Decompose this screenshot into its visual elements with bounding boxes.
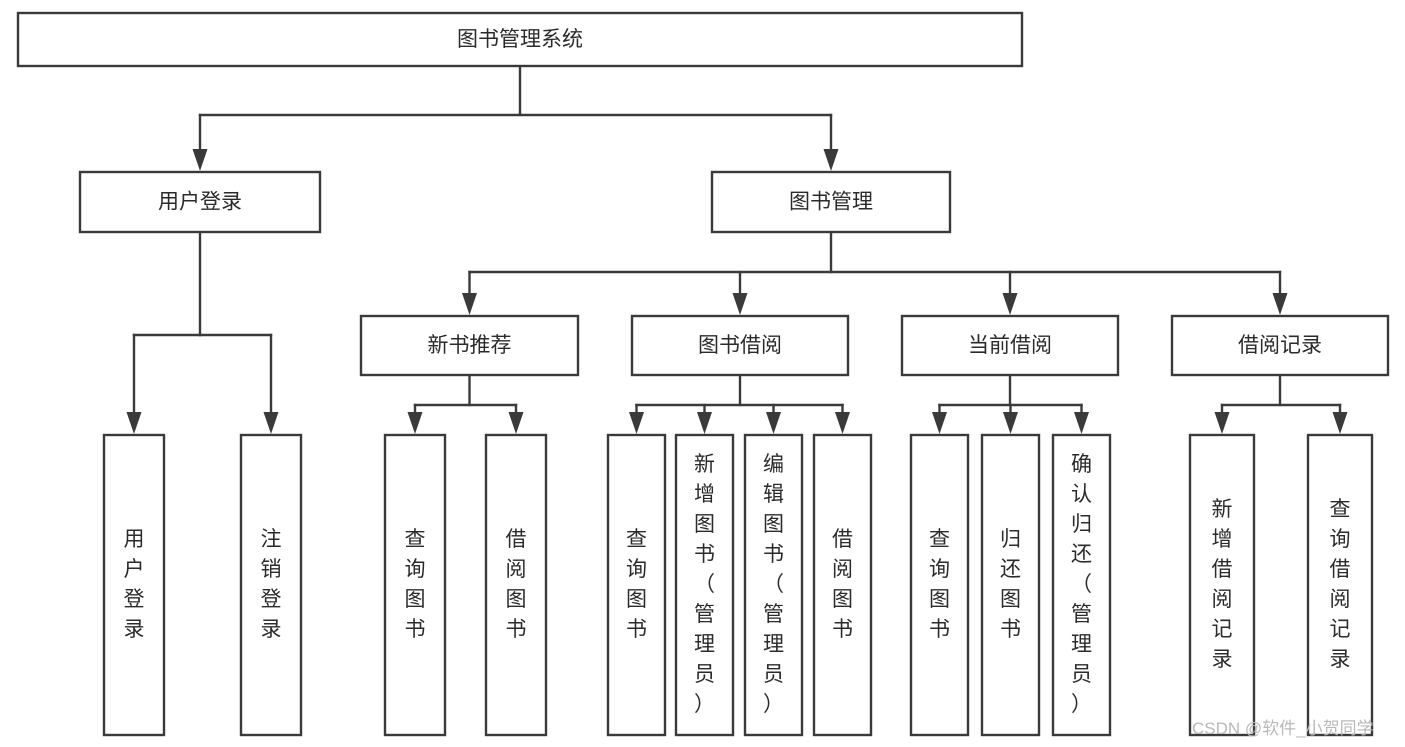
node-box[interactable]	[674, 433, 735, 737]
node-box[interactable]	[812, 433, 873, 737]
node-label: 图书借阅	[698, 334, 782, 357]
node-l-query-book-1[interactable]: 查询图书	[383, 433, 447, 737]
node-box[interactable]	[383, 433, 447, 737]
node-label: 归还图书	[1000, 528, 1021, 641]
node-label: 查询图书	[929, 528, 950, 641]
node-l-user-login[interactable]: 用户登录	[102, 433, 166, 737]
node-box[interactable]	[102, 433, 166, 737]
node-label: 借阅记录	[1238, 334, 1322, 357]
node-label: 新书推荐	[428, 334, 512, 357]
arrow-head-icon	[629, 412, 644, 434]
arrow-head-icon	[1003, 412, 1018, 434]
node-l-borrow-book-1[interactable]: 借阅图书	[484, 433, 548, 737]
node-label: 查询图书	[626, 528, 647, 641]
node-box[interactable]	[630, 314, 850, 377]
node-label: 查询图书	[405, 528, 426, 641]
node-n-new-book-rec[interactable]: 新书推荐	[359, 314, 580, 377]
arrow-head-icon	[1002, 293, 1018, 315]
node-l-add-book[interactable]: 新增图书（管理员）	[674, 433, 735, 737]
node-label: 编辑图书（管理员）	[763, 453, 784, 716]
arrow-head-icon	[732, 293, 748, 315]
node-n-current-borrow[interactable]: 当前借阅	[900, 314, 1120, 377]
arrow-head-icon	[508, 412, 524, 434]
arrow-head-icon	[1332, 412, 1348, 434]
node-label: 新增借阅记录	[1212, 498, 1233, 671]
arrow-head-icon	[1214, 412, 1230, 434]
node-label: 用户登录	[158, 191, 242, 214]
node-n-book-manage[interactable]: 图书管理	[710, 170, 952, 234]
node-l-confirm-return[interactable]: 确认归还（管理员）	[1051, 433, 1112, 737]
arrow-head-icon	[192, 149, 208, 171]
arrow-head-icon	[407, 412, 423, 434]
arrow-head-icon	[1272, 293, 1288, 315]
node-l-query-record[interactable]: 查询借阅记录	[1306, 433, 1374, 737]
node-root[interactable]: 图书管理系统	[16, 11, 1024, 68]
node-box[interactable]	[239, 433, 303, 737]
node-box[interactable]	[980, 433, 1041, 737]
node-box[interactable]	[909, 433, 970, 737]
node-l-borrow-book-2[interactable]: 借阅图书	[812, 433, 873, 737]
node-box[interactable]	[1170, 314, 1390, 377]
node-box[interactable]	[78, 170, 322, 234]
node-l-query-book-2[interactable]: 查询图书	[606, 433, 667, 737]
node-box[interactable]	[1051, 433, 1112, 737]
node-label: 确认归还（管理员）	[1071, 453, 1092, 716]
node-box[interactable]	[16, 11, 1024, 68]
arrow-head-icon	[932, 412, 947, 434]
node-label: 图书管理系统	[457, 28, 583, 51]
node-box[interactable]	[359, 314, 580, 377]
node-label: 新增图书（管理员）	[694, 453, 715, 716]
arrow-head-icon	[835, 412, 850, 434]
node-label: 当前借阅	[968, 334, 1052, 357]
node-box[interactable]	[743, 433, 804, 737]
connector-layer	[126, 64, 1348, 434]
node-label: 借阅图书	[506, 528, 527, 641]
node-l-return-book[interactable]: 归还图书	[980, 433, 1041, 737]
arrow-head-icon	[263, 412, 279, 434]
arrow-head-icon	[126, 412, 142, 434]
node-label: 注销登录	[261, 528, 282, 641]
arrow-head-icon	[766, 412, 781, 434]
node-n-book-borrow[interactable]: 图书借阅	[630, 314, 850, 377]
node-label: 用户登录	[124, 528, 145, 641]
node-label: 查询借阅记录	[1330, 498, 1351, 671]
node-label: 借阅图书	[832, 528, 853, 641]
node-box[interactable]	[900, 314, 1120, 377]
node-l-logout[interactable]: 注销登录	[239, 433, 303, 737]
arrow-head-icon	[697, 412, 712, 434]
arrow-head-icon	[462, 293, 477, 315]
node-box[interactable]	[484, 433, 548, 737]
node-box[interactable]	[1188, 433, 1256, 737]
node-l-add-record[interactable]: 新增借阅记录	[1188, 433, 1256, 737]
node-l-query-book-3[interactable]: 查询图书	[909, 433, 970, 737]
node-l-edit-book[interactable]: 编辑图书（管理员）	[743, 433, 804, 737]
arrow-head-icon	[823, 149, 839, 171]
arrow-head-icon	[1074, 412, 1089, 434]
node-box[interactable]	[710, 170, 952, 234]
node-n-user-login[interactable]: 用户登录	[78, 170, 322, 234]
node-layer: 图书管理系统用户登录图书管理新书推荐图书借阅当前借阅借阅记录用户登录注销登录查询…	[16, 11, 1390, 737]
node-box[interactable]	[1306, 433, 1374, 737]
node-label: 图书管理	[789, 191, 873, 214]
node-box[interactable]	[606, 433, 667, 737]
node-n-borrow-record[interactable]: 借阅记录	[1170, 314, 1390, 377]
